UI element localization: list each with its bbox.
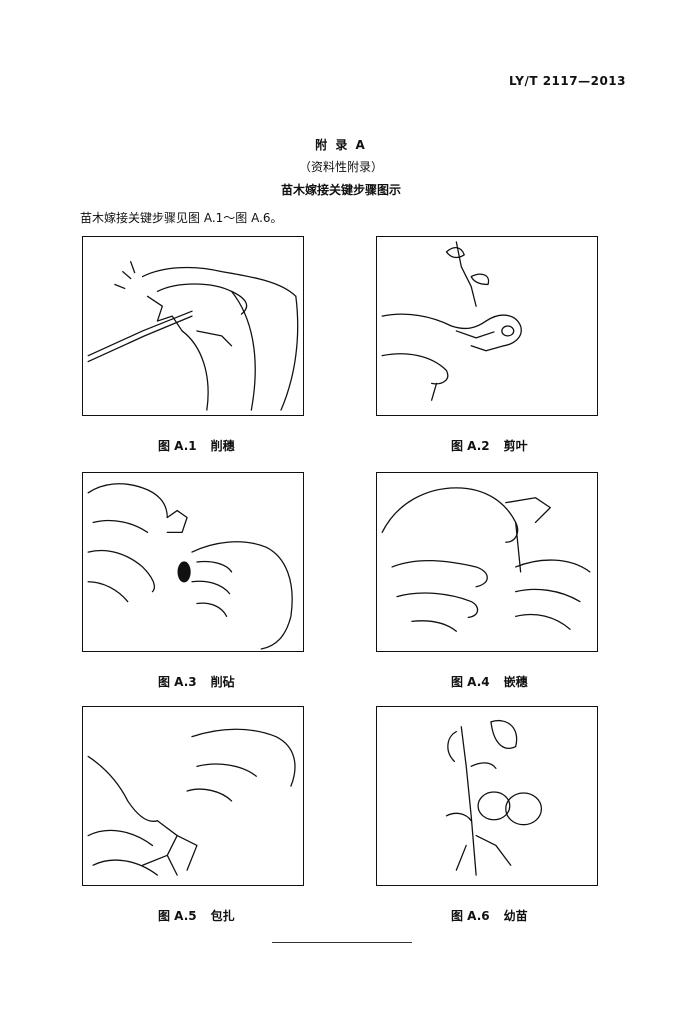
figure-a1-illustration xyxy=(82,236,304,416)
appendix-type: （资料性附录） xyxy=(298,160,383,174)
figure-label: 图 A.3 xyxy=(158,675,197,689)
figure-caption-text: 削穗 xyxy=(210,439,235,453)
figure-caption-text: 剪叶 xyxy=(503,439,528,453)
intro-paragraph: 苗木嫁接关键步骤见图 A.1～图 A.6。 xyxy=(80,211,283,225)
figure-a2-caption: 图 A.2 剪叶 xyxy=(451,437,528,454)
standard-number: LY/T 2117—2013 xyxy=(508,74,626,88)
figure-a6-illustration xyxy=(376,706,598,886)
figure-caption-text: 削砧 xyxy=(210,675,235,689)
figure-label: 图 A.1 xyxy=(158,439,197,453)
figure-caption-text: 幼苗 xyxy=(503,909,528,923)
figure-caption-text: 嵌穗 xyxy=(503,675,528,689)
figure-a3-illustration xyxy=(82,472,304,652)
figure-label: 图 A.5 xyxy=(158,909,197,923)
figure-label: 图 A.6 xyxy=(451,909,490,923)
footer-rule xyxy=(272,942,412,943)
figure-label: 图 A.4 xyxy=(451,675,490,689)
figure-a1-caption: 图 A.1 削穗 xyxy=(158,437,235,454)
figure-a5-caption: 图 A.5 包扎 xyxy=(158,907,235,924)
figure-label: 图 A.2 xyxy=(451,439,490,453)
figure-a6-caption: 图 A.6 幼苗 xyxy=(451,907,528,924)
figure-caption-text: 包扎 xyxy=(210,909,235,923)
appendix-title: 附 录 A xyxy=(315,138,367,152)
figure-a4-caption: 图 A.4 嵌穗 xyxy=(451,673,528,690)
figure-a4-illustration xyxy=(376,472,598,652)
appendix-heading: 苗木嫁接关键步骤图示 xyxy=(280,183,401,197)
figure-a5-illustration xyxy=(82,706,304,886)
figure-a2-illustration xyxy=(376,236,598,416)
figure-a3-caption: 图 A.3 削砧 xyxy=(158,673,235,690)
